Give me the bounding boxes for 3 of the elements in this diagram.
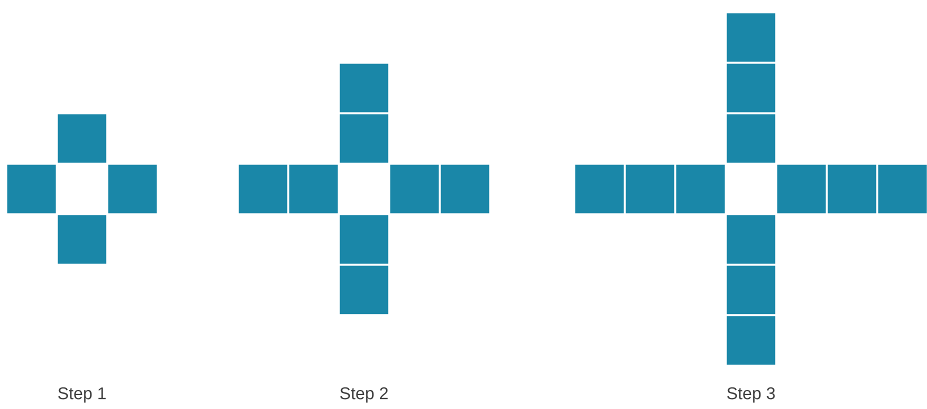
step-label: Step 1 <box>58 387 106 403</box>
step-label: Step 3 <box>727 387 775 403</box>
step-label: Step 2 <box>340 387 388 403</box>
